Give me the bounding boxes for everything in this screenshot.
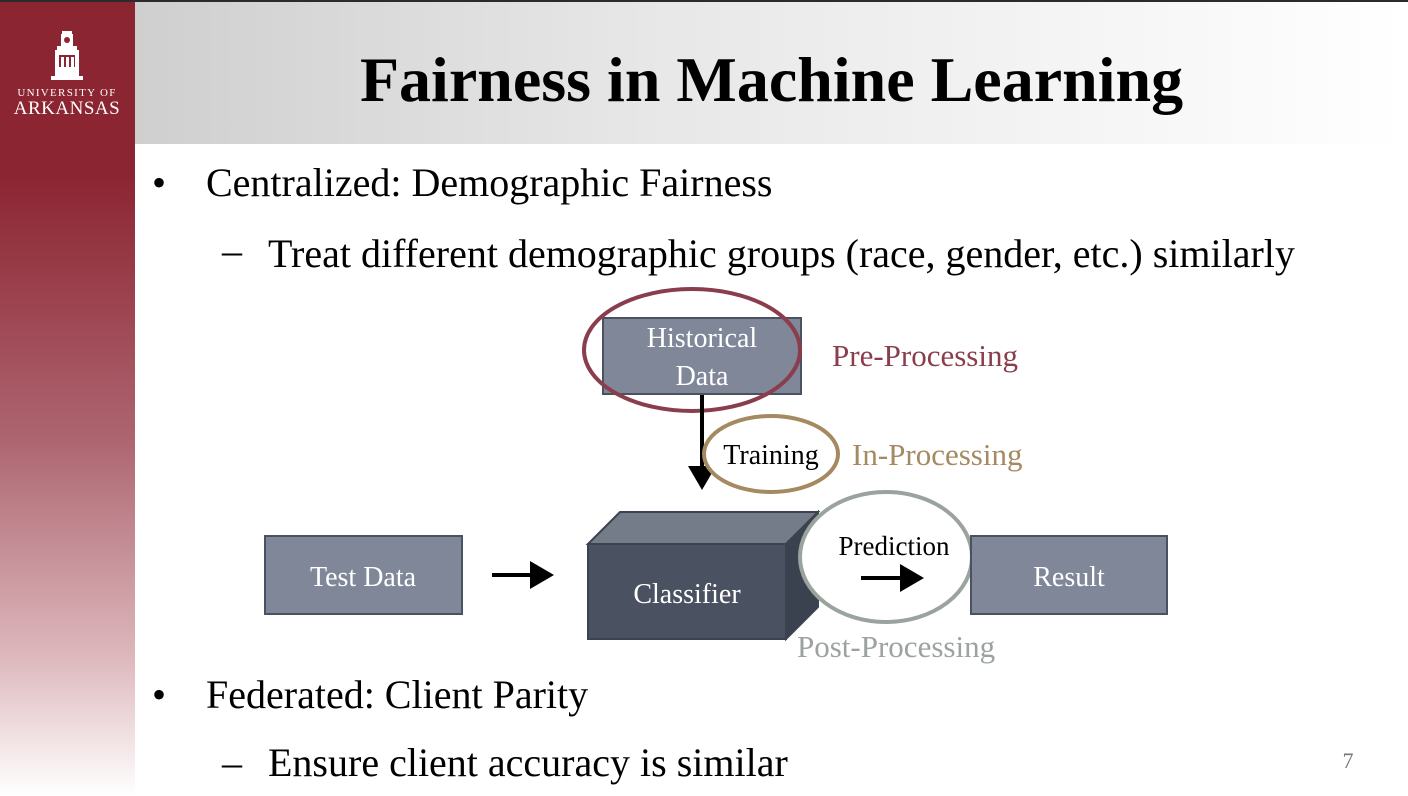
sub-bullet-marker: – (222, 740, 242, 785)
logo-line-university-of: UNIVERSITY OF (17, 87, 117, 99)
title-band (135, 2, 1408, 144)
test-data-label: Test Data (310, 562, 417, 593)
historical-data-label-line1: Historical (647, 323, 758, 354)
university-logo: UNIVERSITY OF ARKANSAS (8, 30, 126, 125)
historical-data-box: Historical Data (602, 317, 802, 395)
bullet-marker: • (152, 160, 167, 205)
training-label: Training (723, 440, 818, 471)
slide-title: Fairness in Machine Learning (359, 44, 1184, 115)
classifier-box: Classifier (585, 509, 821, 642)
top-rule (0, 0, 1408, 2)
pre-processing-ellipse (582, 287, 802, 413)
sub-bullet-marker: – (222, 228, 242, 273)
old-main-tower-icon (51, 31, 83, 80)
result-label: Result (1033, 562, 1105, 593)
prediction-label: Prediction (839, 531, 950, 561)
bullet-federated: Federated: Client Parity (206, 672, 589, 717)
logo-line-arkansas: ARKANSAS (13, 98, 121, 119)
classifier-label: Classifier (633, 579, 741, 610)
bullet-marker: • (152, 672, 167, 717)
pre-processing-label: Pre-Processing (832, 338, 1018, 373)
sidebar: UNIVERSITY OF ARKANSAS (0, 2, 135, 796)
in-processing-label: In-Processing (852, 437, 1022, 472)
page-number: 7 (1342, 748, 1354, 773)
test-data-box: Test Data (264, 535, 463, 615)
sub-bullet-demographic-groups: Treat different demographic groups (race… (268, 231, 1295, 276)
sub-bullet-client-accuracy: Ensure client accuracy is similar (268, 740, 788, 785)
bullet-centralized: Centralized: Demographic Fairness (206, 160, 773, 205)
post-processing-label: Post-Processing (797, 629, 995, 664)
result-box: Result (970, 535, 1168, 615)
in-processing-ellipse (702, 414, 840, 494)
historical-data-label-line2: Data (676, 361, 729, 392)
